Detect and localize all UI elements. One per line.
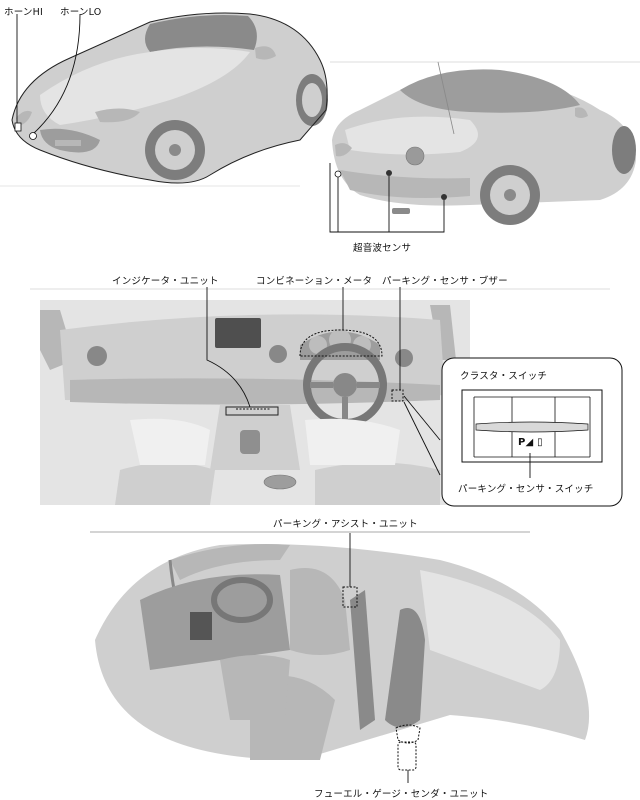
parking-sensor-switch-label: パーキング・センサ・スイッチ — [458, 481, 594, 495]
cluster-switch-label: クラスタ・スイッチ — [460, 368, 547, 382]
combination-meter-label: コンビネーション・メータ — [256, 273, 372, 287]
parking-assist-unit-label: パーキング・アシスト・ユニット — [273, 516, 418, 530]
ultrasonic-sensor-label: 超音波センサ — [353, 240, 411, 254]
parking-sensor-switch-glyph: P◢ ▯ — [518, 437, 543, 448]
horn-lo-label: ホーンLO — [60, 4, 101, 18]
car-front-view — [12, 13, 328, 183]
indicator-unit-label: インジケータ・ユニット — [112, 273, 219, 287]
fuel-gauge-sender-unit-label: フューエル・ゲージ・センダ・ユニット — [314, 786, 488, 800]
dashboard-view — [40, 287, 470, 505]
car-rear-view — [330, 62, 636, 232]
horn-hi-label: ホーンHI — [4, 4, 43, 18]
parking-sensor-buzzer-label: パーキング・センサ・ブザー — [382, 273, 508, 287]
interior-overhead-view — [95, 533, 589, 783]
